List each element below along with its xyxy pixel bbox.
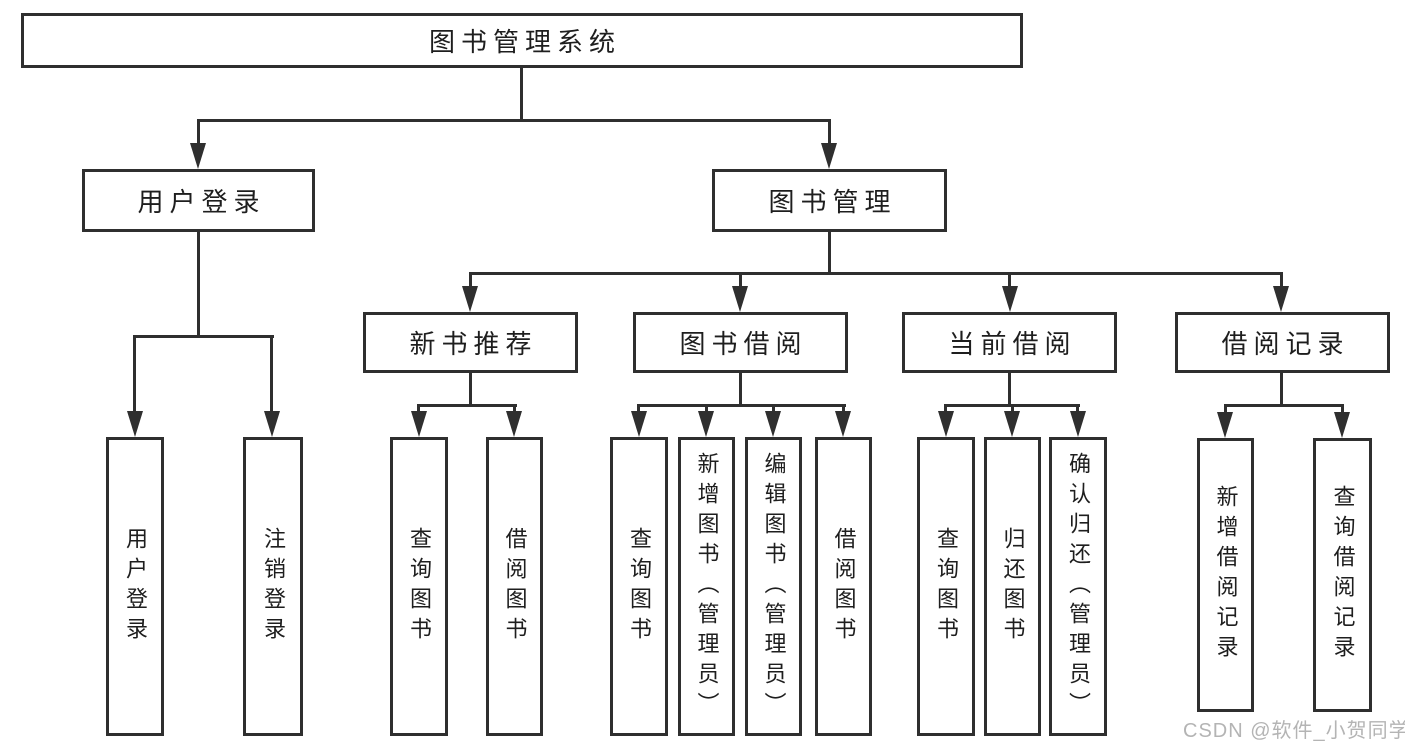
arrowhead-borrowing-add [698,411,714,437]
node-library-management-system: 图书管理系统 [21,13,1023,68]
leaf-current-confirm-return-admin-label: 确认归还（管理员） [1066,451,1091,722]
arrowhead-book-management [821,143,837,169]
leaf-borrowing-query-books-label: 查询图书 [627,526,652,647]
connector-root-rail [197,119,831,122]
arrowhead-current-return [1004,411,1020,437]
connector-recommendation-stub [469,373,472,406]
connector-user-login-rail [133,335,274,338]
node-book-borrowing: 图书借阅 [633,312,848,373]
connector-to-leaf-recommend-borrow [513,404,516,413]
leaf-borrowing-borrow-books: 借阅图书 [815,437,872,736]
arrowhead-borrowing-query [631,411,647,437]
connector-recommendation-rail [417,404,517,407]
connector-to-user-login [197,119,200,146]
arrowhead-recommend-query [411,411,427,437]
leaf-recommend-borrow-books-label: 借阅图书 [502,526,528,647]
arrowhead-borrowing-borrow [835,411,851,437]
connector-to-leaf-logout [270,335,273,415]
arrowhead-recommend-borrow [506,411,522,437]
node-current-borrowing-label: 当前借阅 [948,329,1077,359]
connector-to-leaf-borrowing-add [705,404,708,413]
connector-to-leaf-user-login [133,335,136,415]
connector-to-book-borrowing [739,272,742,289]
connector-to-leaf-borrowing-query [637,404,640,413]
node-new-book-recommendation: 新书推荐 [363,312,578,373]
leaf-user-login-label: 用户登录 [123,526,148,647]
connector-to-book-management [828,119,831,146]
connector-current-stub [1008,373,1011,406]
connector-records-rail [1224,404,1344,407]
connector-user-login-stub [197,232,200,338]
node-book-borrowing-label: 图书借阅 [679,329,808,359]
connector-to-leaf-records-query [1341,404,1344,413]
node-book-management-label: 图书管理 [768,187,897,217]
node-library-management-system-label: 图书管理系统 [428,27,621,57]
arrowhead-current-query [938,411,954,437]
leaf-logout-label: 注销登录 [261,526,286,647]
leaf-current-confirm-return-admin: 确认归还（管理员） [1049,437,1107,736]
node-user-login: 用户登录 [82,169,315,232]
arrowhead-user-login [190,143,206,169]
leaf-borrowing-borrow-books-label: 借阅图书 [831,526,857,647]
leaf-logout: 注销登录 [243,437,303,736]
arrowhead-records-query [1334,412,1350,438]
node-book-management: 图书管理 [712,169,947,232]
leaf-recommend-query-books: 查询图书 [390,437,448,736]
leaf-records-add-borrow-record-label: 新增借阅记录 [1213,485,1239,665]
leaf-borrowing-edit-books-admin: 编辑图书（管理员） [745,437,802,736]
connector-to-leaf-current-return [1011,404,1014,413]
arrowhead-current-confirm [1070,411,1086,437]
connector-to-leaf-records-add [1224,404,1227,413]
leaf-current-return-books-label: 归还图书 [1000,526,1026,647]
node-current-borrowing: 当前借阅 [902,312,1117,373]
arrowhead-book-borrowing [732,286,748,312]
leaf-recommend-query-books-label: 查询图书 [407,526,432,647]
connector-to-leaf-borrowing-edit [772,404,775,413]
arrowhead-new-book-recommendation [462,286,478,312]
leaf-recommend-borrow-books: 借阅图书 [486,437,543,736]
node-user-login-label: 用户登录 [137,187,266,217]
leaf-user-login: 用户登录 [106,437,164,736]
node-new-book-recommendation-label: 新书推荐 [409,329,538,359]
node-borrowing-records-label: 借阅记录 [1221,329,1350,359]
connector-borrowing-rail [637,404,846,407]
connector-borrowing-stub [739,373,742,406]
arrowhead-leaf-user-login [127,411,143,437]
connector-to-leaf-current-query [944,404,947,413]
connector-to-leaf-recommend-query [417,404,420,413]
arrowhead-borrowing-records [1273,286,1289,312]
node-borrowing-records: 借阅记录 [1175,312,1390,373]
connector-to-borrowing-records [1280,272,1283,289]
leaf-current-query-books-label: 查询图书 [934,526,959,647]
connector-to-leaf-borrowing-borrow [842,404,845,413]
connector-to-current-borrowing [1008,272,1011,289]
connector-book-management-rail [469,272,1283,275]
leaf-records-query-borrow-record: 查询借阅记录 [1313,438,1372,712]
leaf-current-query-books: 查询图书 [917,437,975,736]
leaf-borrowing-add-books-admin: 新增图书（管理员） [678,437,735,736]
arrowhead-records-add [1217,412,1233,438]
leaf-records-query-borrow-record-label: 查询借阅记录 [1330,485,1356,665]
csdn-watermark: CSDN @软件_小贺同学 [1183,720,1405,742]
arrowhead-borrowing-edit [765,411,781,437]
connector-to-leaf-current-confirm [1076,404,1079,413]
leaf-borrowing-add-books-admin-label: 新增图书（管理员） [694,451,720,722]
leaf-records-add-borrow-record: 新增借阅记录 [1197,438,1254,712]
connector-to-new-book-recommendation [469,272,472,289]
arrowhead-leaf-logout [264,411,280,437]
leaf-current-return-books: 归还图书 [984,437,1041,736]
leaf-borrowing-edit-books-admin-label: 编辑图书（管理员） [761,451,787,722]
connector-root-stub [520,68,523,122]
arrowhead-current-borrowing [1002,286,1018,312]
connector-records-stub [1280,373,1283,406]
connector-book-management-stub [828,232,831,274]
leaf-borrowing-query-books: 查询图书 [610,437,668,736]
